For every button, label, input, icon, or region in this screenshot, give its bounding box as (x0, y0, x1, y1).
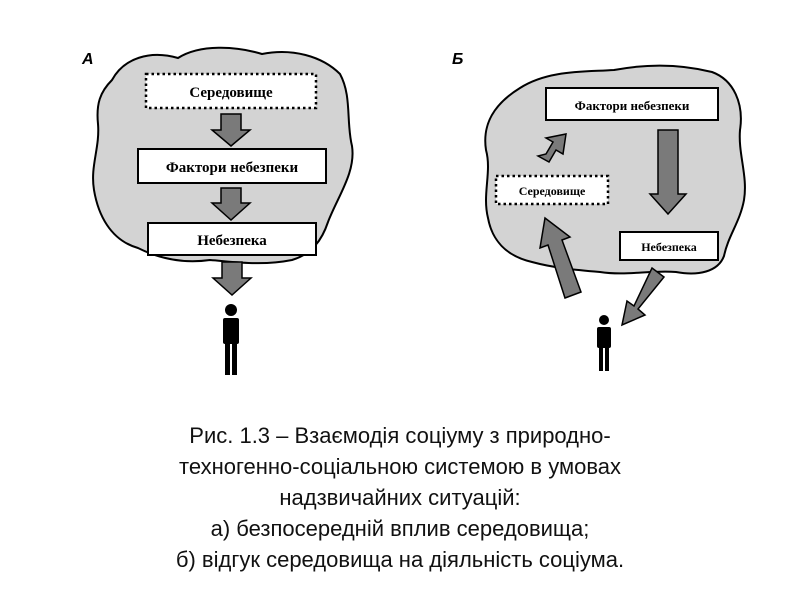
figure-caption: Рис. 1.3 – Взаємодія соціуму з природно-… (100, 420, 700, 575)
caption-line-5: б) відгук середовища на діяльність соціу… (175, 547, 625, 572)
person-icon (223, 304, 239, 375)
arrow-diagonal-icon (620, 266, 666, 327)
panel-a-environment-label: Середовище (189, 85, 273, 101)
caption-line-2: техногенно-соціальною системою в умовах (178, 454, 622, 479)
panel-b-factors-box (545, 87, 719, 121)
panel-b: Б Фактори небезпеки Середовище Небезпека (452, 51, 746, 371)
panel-a-letter: А (81, 51, 94, 68)
panel-b-environment-label: Середовище (519, 184, 586, 198)
arrow-diagonal-icon (535, 133, 567, 164)
caption-line-3: надзвичайних ситуацій: (279, 485, 521, 510)
arrow-down-icon (211, 261, 253, 297)
panel-a-environment-box (144, 72, 318, 110)
caption-line-1: Рис. 1.3 – Взаємодія соціуму з природно- (189, 423, 611, 448)
panel-a-factors-label: Фактори небезпеки (166, 160, 299, 176)
panel-a-danger-label: Небезпека (197, 233, 267, 249)
panel-b-factors-label: Фактори небезпеки (575, 98, 690, 113)
panel-a-factors-box (137, 148, 327, 184)
panel-a: А Середовище Фактори небезпеки Небезпека (81, 46, 354, 375)
panel-a-danger-box (147, 222, 317, 256)
caption-line-4: а) безпосередній вплив середовища; (210, 516, 590, 541)
arrow-down-icon (209, 113, 253, 147)
panel-b-danger-box (619, 231, 719, 261)
panel-b-letter: Б (452, 51, 463, 68)
arrow-down-icon (648, 129, 688, 216)
panel-b-environment-box (494, 174, 610, 206)
person-icon (597, 315, 611, 371)
arrow-diagonal-icon (539, 216, 582, 299)
arrow-down-icon (210, 187, 252, 222)
panel-b-danger-label: Небезпека (641, 240, 697, 254)
